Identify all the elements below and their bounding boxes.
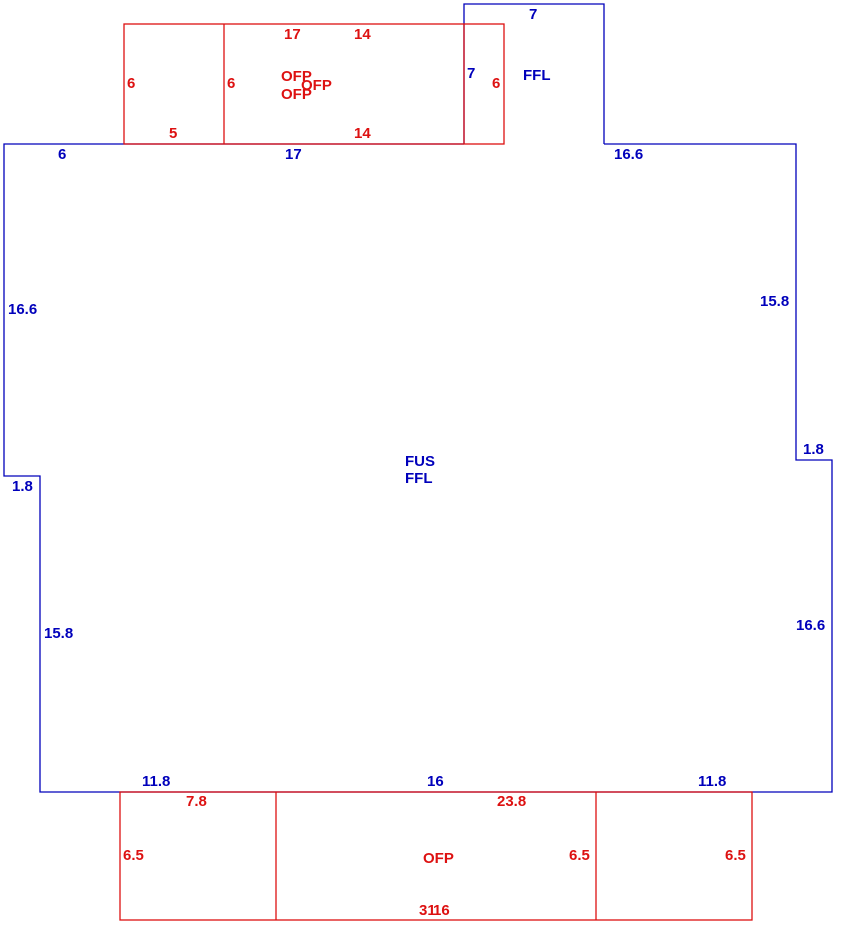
dim-top-porch-bottom-a: 5 [169, 125, 177, 142]
dim-left-upper: 16.6 [8, 301, 37, 318]
top-porch-label-1: OFP [281, 68, 312, 85]
dim-top-porch-left-outer: 6 [127, 75, 135, 92]
dim-bottom-left: 11.8 [142, 773, 170, 790]
dim-bottom-porch-top-right: 23.8 [497, 793, 526, 810]
dim-top-porch-right: 6 [492, 75, 500, 92]
dim-addition-left: 7 [467, 65, 475, 82]
dim-top-porch-top-a: 17 [284, 26, 301, 43]
dim-right-upper: 15.8 [760, 293, 789, 310]
dim-bottom-porch-mid-right: 6.5 [569, 847, 590, 864]
dim-bottom-right: 11.8 [698, 773, 726, 790]
dim-bottom-mid: 16 [427, 773, 444, 790]
dim-bottom-porch-bottom-a: 31 [419, 902, 436, 919]
dim-top-porch-left-inner: 6 [227, 75, 235, 92]
main-area-code: FUS [405, 453, 435, 470]
bottom-porch-outline-outer [119, 791, 753, 921]
dim-addition-top: 7 [529, 6, 537, 23]
top-porch-outline-outer [123, 23, 505, 145]
dim-bottom-porch-right: 6.5 [725, 847, 746, 864]
dim-bottom-porch-left: 6.5 [123, 847, 144, 864]
main-area-code-2: FFL [405, 470, 433, 487]
bottom-porch-label: OFP [423, 850, 454, 867]
dim-bottom-porch-top-left: 7.8 [186, 793, 207, 810]
dim-top-left: 6 [58, 146, 66, 163]
dim-top-right: 16.6 [614, 146, 643, 163]
dim-right-step: 1.8 [803, 441, 824, 458]
dim-left-lower: 15.8 [44, 625, 73, 642]
top-porch-label-2: OFP [281, 86, 312, 103]
dim-bottom-porch-bottom-b: 16 [433, 902, 450, 919]
dim-top-porch-bottom-b: 14 [354, 125, 371, 142]
dim-left-step: 1.8 [12, 478, 33, 495]
top-addition-code: FFL [523, 67, 551, 84]
dim-top-mid: 17 [285, 146, 302, 163]
top-porch-label-3: OFP [301, 77, 332, 94]
dim-right-lower: 16.6 [796, 617, 825, 634]
dim-top-porch-top-b: 14 [354, 26, 371, 43]
